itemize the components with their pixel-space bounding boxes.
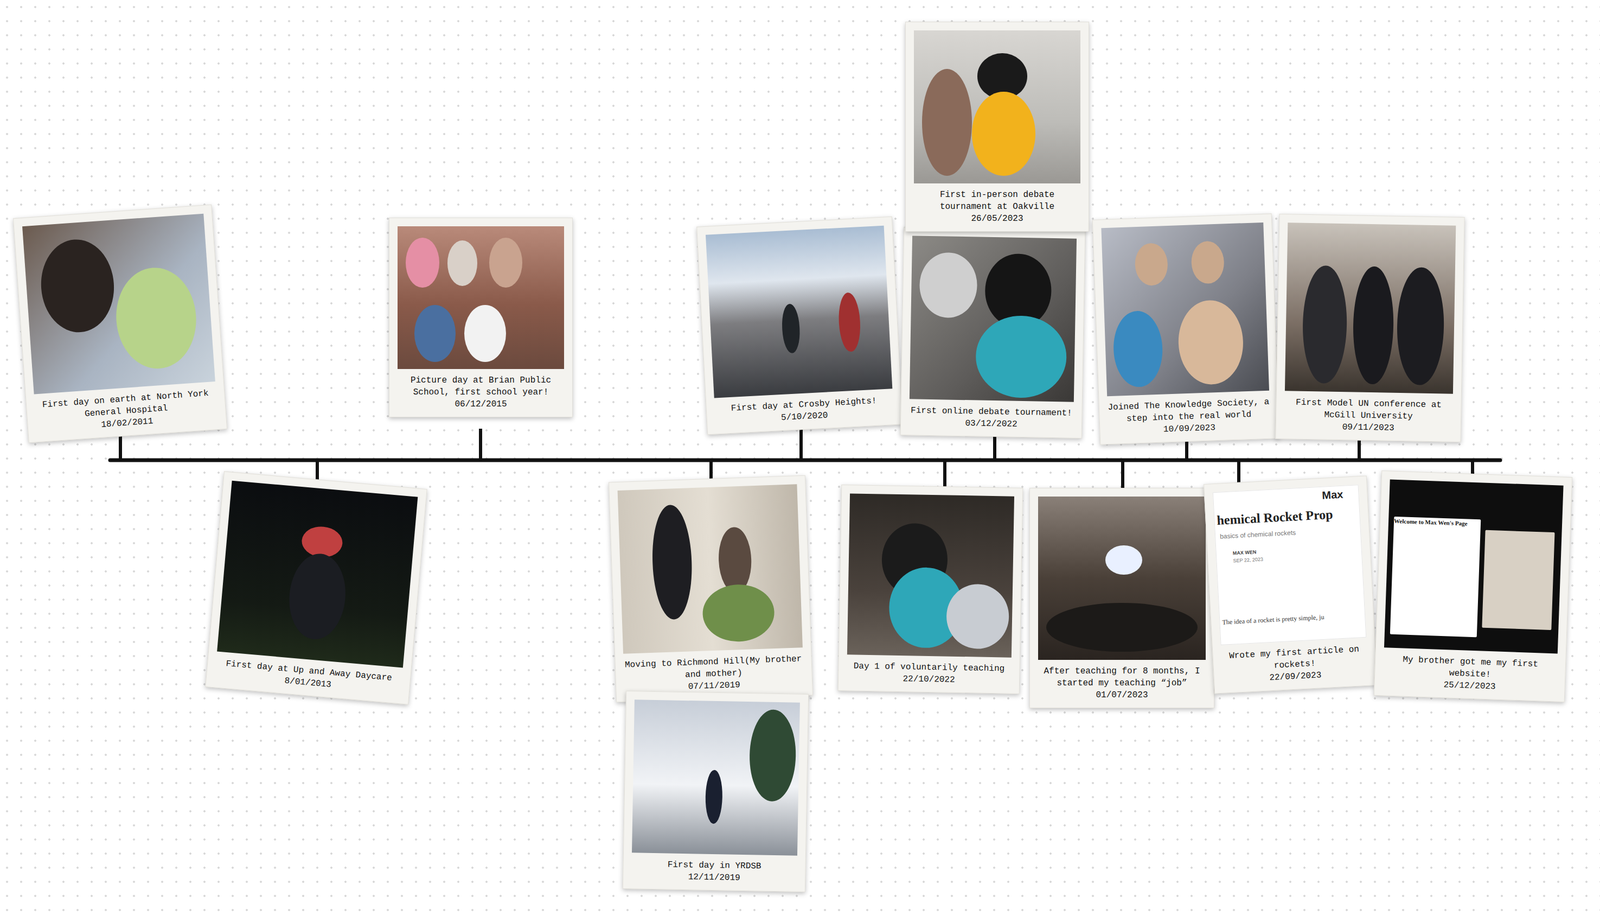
date-text: 26/05/2023: [913, 212, 1081, 225]
photo-shape: [1191, 240, 1225, 284]
photo-card: Joined The Knowledge Society, a step int…: [1092, 213, 1280, 445]
date-text: 03/12/2022: [909, 416, 1074, 431]
caption: Day 1 of voluntarily teaching22/10/2022: [846, 654, 1012, 687]
caption-text: First day in YRDSB: [631, 857, 797, 873]
caption-text: First in-person debate tournament at Oak…: [913, 188, 1081, 213]
photo-card: First in-person debate tournament at Oak…: [905, 21, 1090, 232]
photo-shape: [285, 551, 350, 642]
photo: [909, 235, 1077, 402]
photo-text: MAX WEN: [1232, 548, 1257, 556]
date-text: 01/07/2023: [1038, 688, 1206, 701]
caption-text: Moving to Richmond Hill(My brother and m…: [623, 652, 804, 683]
photo: [913, 30, 1081, 184]
date-text: 25/12/2023: [1382, 676, 1557, 695]
photo: [1038, 496, 1206, 660]
photo-card: Welcome to Max Wen's PageMy brother got …: [1373, 470, 1573, 702]
date-text: 12/11/2019: [631, 869, 797, 885]
caption-text: First Model UN conference at McGill Univ…: [1284, 395, 1454, 423]
photo-shape: [1482, 529, 1555, 630]
photo-shape: [112, 264, 200, 371]
photo-shape: [919, 252, 978, 319]
photo-shape: [717, 526, 753, 593]
photo-card: Picture day at Brian Public School, firs…: [388, 217, 573, 418]
photo: [847, 493, 1015, 657]
caption-text: Joined The Knowledge Society, a step int…: [1107, 395, 1271, 426]
photo-card: First Model UN conference at McGill Univ…: [1275, 213, 1465, 443]
photo-shape: [1046, 602, 1198, 652]
photo-shape: [650, 503, 694, 620]
photo-card: Moving to Richmond Hill(My brother and m…: [608, 475, 814, 702]
photo-shape: [1112, 310, 1164, 388]
photo-text: basics of chemical rockets: [1219, 528, 1297, 540]
caption: Moving to Richmond Hill(My brother and m…: [623, 647, 804, 695]
photo-shape: [37, 237, 118, 335]
photo: Max hemical Rocket Propbasics of chemical…: [1212, 484, 1367, 645]
date-text: 06/12/2015: [397, 398, 565, 411]
photo-card: First online debate tournament!03/12/202…: [900, 226, 1086, 439]
photo-card: First day in YRDSB12/11/2019: [622, 690, 809, 892]
photo-shape: [705, 769, 723, 824]
photo-shape: [464, 304, 507, 362]
photo-shape: [837, 292, 862, 352]
photo-text: Max: [1321, 488, 1344, 502]
photo-shape: [489, 237, 523, 288]
caption: My brother got me my first website!25/12…: [1382, 647, 1558, 695]
photo-card: First day at Up and Away Daycare8/01/201…: [205, 470, 427, 704]
photo-shape: [1301, 264, 1348, 383]
photo-shape: [971, 91, 1036, 176]
photo-card: Day 1 of voluntarily teaching22/10/2022: [837, 484, 1024, 694]
photo: [22, 213, 216, 395]
photo-shape: [701, 583, 776, 643]
photo-text: SEP 22, 2023: [1232, 556, 1264, 564]
caption-text: Wrote my first article on rockets!: [1220, 642, 1368, 675]
photo-card: First day at Crosby Heights!5/10/2020: [696, 216, 904, 435]
caption-text: After teaching for 8 months, I started m…: [1038, 664, 1206, 689]
photo-shape: [405, 237, 439, 288]
photo: [705, 225, 893, 399]
photo-shape: [1389, 516, 1481, 637]
caption: First Model UN conference at McGill Univ…: [1284, 390, 1454, 435]
caption-text: Day 1 of voluntarily teaching: [846, 659, 1011, 675]
photo-shape: [1352, 265, 1395, 384]
caption: After teaching for 8 months, I started m…: [1038, 659, 1206, 701]
photo: Welcome to Max Wen's Page: [1384, 479, 1564, 654]
photo-shape: [447, 240, 478, 286]
photo: [631, 699, 800, 855]
photo-shape: [414, 304, 457, 362]
photo: [397, 226, 565, 369]
photo-shape: [748, 708, 797, 802]
caption: First day in YRDSB12/11/2019: [631, 852, 798, 885]
photo-text: The idea of a rocket is pretty simple, j…: [1221, 612, 1325, 627]
photo-card: Max hemical Rocket Propbasics of chemical…: [1203, 475, 1378, 694]
photo: [1101, 222, 1270, 396]
photo: [1284, 222, 1456, 394]
photo-card: First day on earth at North York General…: [13, 204, 228, 444]
photo-shape: [1134, 242, 1168, 286]
caption: First in-person debate tournament at Oak…: [913, 183, 1081, 225]
photo-card: After teaching for 8 months, I started m…: [1029, 487, 1215, 708]
caption: Wrote my first article on rockets!22/09/…: [1220, 637, 1369, 687]
photo: [216, 480, 418, 668]
date-text: 22/10/2022: [846, 671, 1011, 687]
photo-shape: [781, 303, 802, 354]
photo-shape: [922, 68, 972, 176]
caption: First online debate tournament!03/12/202…: [909, 398, 1074, 431]
date-text: 09/11/2023: [1284, 419, 1453, 435]
photo-shape: [945, 583, 1010, 650]
photo-text: hemical Rocket Prop: [1216, 507, 1334, 528]
photo-shape: [1105, 545, 1143, 575]
photo-shape: [975, 315, 1067, 399]
caption-text: Picture day at Brian Public School, firs…: [397, 374, 565, 399]
caption-text: First online debate tournament!: [909, 404, 1074, 419]
caption-text: My brother got me my first website!: [1383, 652, 1558, 683]
photo-shape: [1396, 266, 1446, 385]
photo-shape: [1176, 298, 1245, 386]
photo: [617, 483, 803, 654]
caption: Picture day at Brian Public School, firs…: [397, 368, 565, 411]
caption: Joined The Knowledge Society, a step int…: [1106, 390, 1271, 438]
